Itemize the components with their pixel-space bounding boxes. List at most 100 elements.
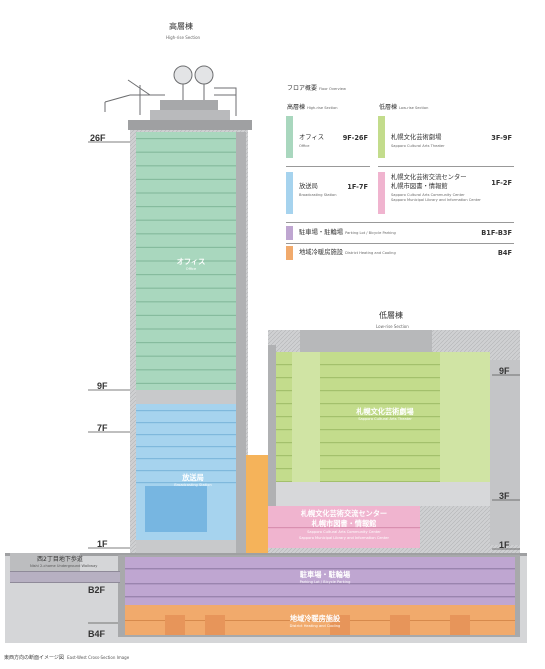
floor-label-9f-right: 9F <box>499 366 510 376</box>
legend-broadcast-sublabel: Broadcasting Station <box>299 193 337 197</box>
parking-zone-sublabel: Parking Lot / Bicycle Parking <box>299 580 351 584</box>
floor-slab-line <box>136 422 236 424</box>
floor-slab-line <box>136 410 236 412</box>
floor-slab-line <box>136 138 236 140</box>
floor-slab-line <box>136 287 236 289</box>
floor-label-26f: 26F <box>90 133 106 143</box>
legend-divider <box>286 243 514 244</box>
legend-community-swatch <box>378 172 385 214</box>
floor-slab-line <box>136 314 236 316</box>
broadcast-zone-label: 放送局 <box>182 473 204 482</box>
broadcast-zone-sublabel: Broadcasting Station <box>174 483 212 487</box>
legend-parking-floors: B1F-B3F <box>481 229 512 237</box>
legend-heating-floors: B4F <box>497 249 512 257</box>
parking-zone-label: 駐車場・駐輪場 <box>299 570 351 579</box>
legend-divider <box>286 166 370 167</box>
high-rise-title: 高層棟 <box>169 22 193 31</box>
floor-slab-line <box>136 458 236 460</box>
floor-slab-line <box>136 260 236 262</box>
floor-slab-line <box>276 364 490 366</box>
floor-slab-line <box>276 481 490 483</box>
legend-divider <box>378 166 514 167</box>
legend-broadcast-label: 放送局 <box>299 183 318 190</box>
legend-theater-floors: 3F-9F <box>491 134 512 142</box>
floor-slab-line <box>276 403 490 405</box>
theater-zone-sublabel: Sapporo Cultural Arts Theater <box>358 417 412 421</box>
floor-slab-line <box>136 342 236 344</box>
low-rise-building <box>268 330 520 553</box>
walkway-sublabel: Nishi 2-chome Underground Walkway <box>30 564 98 568</box>
floor-slab-line <box>136 355 236 357</box>
community-zone-sublabel-1: Sapporo Cultural Arts Community Center <box>307 530 381 534</box>
roof-machinery <box>104 65 237 116</box>
legend-office-swatch <box>286 116 293 158</box>
floor-slab-line <box>136 178 236 180</box>
floor-slab-line <box>276 390 490 392</box>
floor-slab-line <box>136 446 236 448</box>
high-rise-tower <box>128 100 252 553</box>
legend-community-sublabel-1: Sapporo Cultural Arts Community Center <box>391 193 465 197</box>
legend-heating-label: 地域冷暖房施設 District Heating and Cooling <box>299 249 396 256</box>
theater-zone-label: 札幌文化芸術劇場 <box>356 407 414 416</box>
floor-label-b2f: B2F <box>88 585 106 595</box>
floor-label-9f-left: 9F <box>97 381 108 391</box>
heating-zone-label: 地域冷暖房施設 <box>289 614 341 623</box>
legend-parking-label: 駐車場・駐輪場 Parking Lot / Bicycle Parking <box>299 229 396 236</box>
legend-divider <box>286 222 514 223</box>
floor-label-1f-right: 1F <box>499 540 510 550</box>
legend-theater-swatch <box>378 116 385 158</box>
floor-slab-line <box>136 206 236 208</box>
floor-slab-line <box>136 482 236 484</box>
floor-slab-line <box>276 455 490 457</box>
office-zone-label: オフィス <box>176 257 206 266</box>
floor-slab-line <box>276 377 490 379</box>
floor-slab-line <box>136 369 236 371</box>
floor-slab-line <box>136 301 236 303</box>
floor-slab-line <box>276 416 490 418</box>
legend-high-header: 高層棟 High-rise Section <box>287 104 338 111</box>
floor-slab-line <box>136 192 236 194</box>
floor-overview-legend: フロア概要 Floor Overview 高層棟 High-rise Secti… <box>283 83 518 261</box>
floor-slab-line <box>136 233 236 235</box>
floor-slab-line <box>136 274 236 276</box>
floor-slab-line <box>136 219 236 221</box>
floor-slab-line <box>136 328 236 330</box>
low-rise-title: 低層棟 <box>379 311 403 320</box>
floor-slab-line <box>276 442 490 444</box>
legend-office-sublabel: Office <box>299 144 310 148</box>
high-rise-subtitle: High-rise Section <box>166 35 201 40</box>
legend-office-floors: 9F-26F <box>342 134 368 142</box>
low-rise-subtitle: Low-rise Section <box>376 324 409 329</box>
floor-slab-line <box>136 246 236 248</box>
legend-community-sublabel-2: Sapporo Municipal Library and Informatio… <box>391 198 481 202</box>
legend-broadcast-swatch <box>286 172 293 214</box>
heating-zone-sublabel: District Heating and Cooling <box>289 624 341 628</box>
floor-label-7f: 7F <box>97 423 108 433</box>
floor-slab-line <box>136 151 236 153</box>
parking-zone <box>125 557 515 605</box>
floor-slab-line <box>136 470 236 472</box>
heating-zone <box>125 605 515 635</box>
community-zone-label-2: 札幌市図書・情報館 <box>311 519 377 528</box>
legend-theater-label: 札幌文化芸術劇場 <box>391 134 442 141</box>
floor-slab-line <box>276 468 490 470</box>
floor-slab-line <box>276 429 490 431</box>
floor-slab-line <box>136 382 236 384</box>
community-zone-sublabel-2: Sapporo Municipal Library and Informatio… <box>299 536 389 540</box>
legend-office-label: オフィス <box>299 134 325 141</box>
legend-community-floors: 1F-2F <box>491 179 512 187</box>
legend-broadcast-floors: 1F-7F <box>347 183 368 191</box>
legend-title: フロア概要 Floor Overview <box>287 85 346 92</box>
legend-parking-swatch <box>286 226 293 240</box>
figure-caption: 東西方向の断面イメージ図 East-West Cross-Section Ima… <box>4 655 130 661</box>
walkway-label: 西2丁目地下歩道 <box>37 556 83 563</box>
office-zone-sublabel: Office <box>185 267 197 271</box>
floor-label-b4f: B4F <box>88 629 106 639</box>
floor-slab-line <box>136 434 236 436</box>
walkway <box>10 571 120 583</box>
community-zone-label-1: 札幌文化芸術交流センター <box>300 509 388 518</box>
legend-low-header: 低層棟 Low-rise Section <box>379 104 429 111</box>
floor-label-1f-left: 1F <box>97 539 108 549</box>
